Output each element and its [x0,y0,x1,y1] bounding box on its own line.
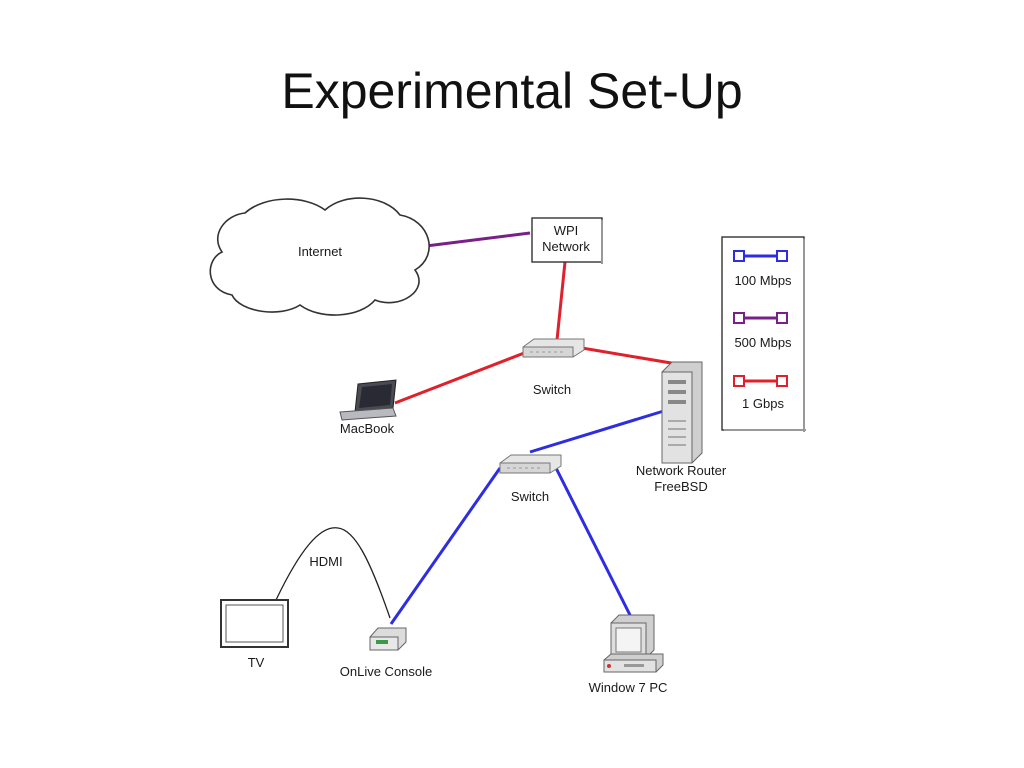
onlive-console-label: OnLive Console [340,664,433,679]
macbook-label: MacBook [340,421,395,436]
wpi-network-label-1: WPI [554,223,579,238]
router-label-2: FreeBSD [654,479,707,494]
link-switch2-console [389,467,502,625]
legend: 100 Mbps 500 Mbps 1 Gbps [721,236,806,432]
link-wpi-switch [555,261,567,341]
macbook-icon [339,379,397,421]
router-icon [661,361,703,464]
router-label-1: Network Router [636,463,727,478]
link-hdmi [275,527,391,619]
legend-label-100mbps: 100 Mbps [734,273,792,288]
legend-label-500mbps: 500 Mbps [734,335,792,350]
link-router-switch2 [529,408,668,454]
link-switch-macbook [394,348,533,405]
legend-item-500mbps: 500 Mbps [733,312,792,350]
switch-bottom-label: Switch [511,489,549,504]
switch-top-icon [522,338,585,358]
wpi-network-node: WPI Network [531,217,603,264]
pc-icon [603,614,664,673]
internet-label: Internet [298,244,342,259]
pc-label: Window 7 PC [589,680,668,695]
onlive-console-icon [369,627,407,651]
link-switch-router [581,346,684,367]
tv-label: TV [248,655,265,670]
wpi-network-label-2: Network [542,239,590,254]
hdmi-label: HDMI [309,554,342,569]
slide-title: Experimental Set-Up [281,63,743,119]
switch-bottom-icon [499,454,562,474]
tv-icon [220,599,289,648]
internet-cloud: Internet [209,197,430,316]
link-internet-wpi [409,231,531,250]
legend-item-100mbps: 100 Mbps [733,250,792,288]
legend-item-1gbps: 1 Gbps [733,375,788,411]
switch-top-label: Switch [533,382,571,397]
link-switch2-pc [554,467,633,618]
legend-label-1gbps: 1 Gbps [742,396,784,411]
